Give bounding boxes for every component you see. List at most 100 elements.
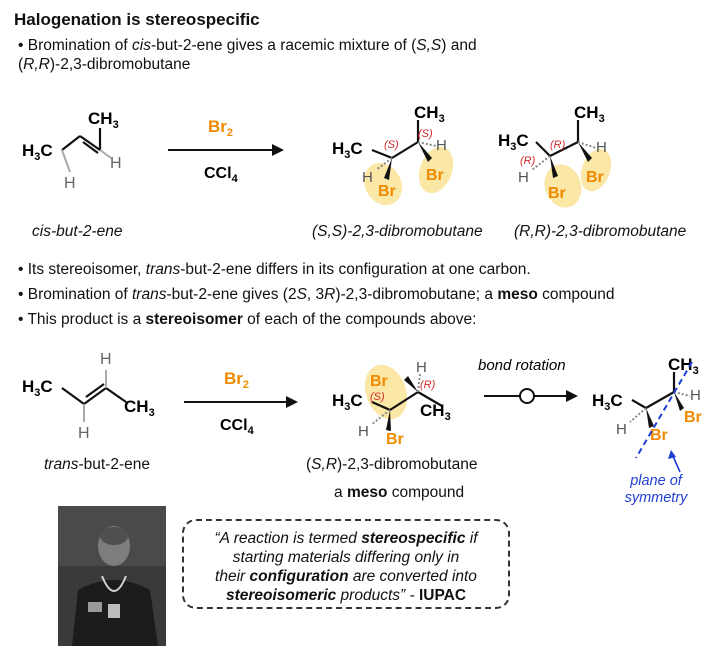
text: compound (537, 286, 615, 303)
sr-meso-dibromobutane-structure: H3C CH3 Br H H Br (S) (R) (332, 359, 451, 448)
reagent-br2: Br2 (224, 369, 249, 391)
reagent-br2: Br2 (208, 117, 233, 139)
iupac-quote-box: “A reaction is termed stereospecific if … (182, 519, 510, 609)
pointer-arrow-icon (668, 450, 676, 459)
page-title: Halogenation is stereospecific (14, 10, 260, 29)
text-italic: trans (145, 261, 181, 278)
text-italic: R (324, 286, 336, 303)
h-label: H (416, 359, 427, 376)
stereo-label-r: (R) (550, 139, 566, 151)
stereo-label-r: (R) (520, 155, 536, 167)
bullet-dot: • (18, 286, 24, 303)
rotation-circle-icon (519, 388, 535, 404)
bullet-dot: • (18, 261, 24, 278)
h-label: H (362, 169, 373, 186)
br-label: Br (386, 431, 404, 448)
text: -but-2-ene gives (2 (166, 286, 297, 303)
text: “A reaction is termed (214, 530, 362, 547)
bullet-dot: • (18, 37, 24, 54)
text-bold: meso (346, 484, 388, 501)
h3c-label: H3C (592, 391, 623, 413)
text: Bromination of (27, 286, 132, 303)
stereo-label-s: (S) (384, 139, 399, 151)
text-bold: stereospecific (361, 530, 466, 547)
text: Bromination of (27, 37, 132, 54)
text: are converted into (348, 568, 477, 585)
text: starting materials differing only in (232, 549, 460, 566)
text: of each of the compounds above: (242, 311, 477, 328)
stereo-label-r: (R) (420, 379, 436, 391)
caption-cis-but-2-ene: cis-but-2-ene (32, 223, 123, 240)
ch3-label: CH3 (414, 103, 445, 125)
ch3-label: CH3 (574, 103, 605, 125)
text: -but-2-ene differs in its configuration … (180, 261, 531, 278)
trans-but-2-ene-structure: H3C CH3 H H (22, 351, 155, 442)
text: -but-2-ene (78, 456, 150, 473)
ch3-label: CH3 (668, 355, 699, 377)
caption-meso-compound: a meso compound (334, 484, 464, 502)
br-label: Br (684, 409, 702, 426)
h3c-label: H3C (498, 131, 529, 153)
h-label: H (358, 423, 369, 440)
portrait-image (58, 506, 166, 646)
text-italic: S,R (311, 456, 338, 473)
portrait-photo (58, 506, 166, 646)
text: their (215, 568, 250, 585)
ch3-label: CH3 (420, 401, 451, 423)
reaction-2-diagram: H3C CH3 H H Br2 CCl4 H3C CH3 Br H H Br (… (22, 351, 702, 473)
stereo-label-s: (S) (370, 391, 385, 403)
stereo-label-s: (S) (418, 128, 433, 140)
bullet-product-stereoisomer: • This product is a stereoisomer of each… (18, 310, 476, 329)
h-label: H (64, 175, 76, 192)
caption-rr-product: (R,R)-2,3-dibromobutane (514, 223, 687, 240)
text: compound (387, 484, 465, 501)
text: )-2,3-dibromobutane (337, 456, 478, 473)
text: ( (18, 56, 24, 73)
bond-rotation-label: bond rotation (478, 357, 566, 374)
h-label: H (518, 169, 529, 186)
plane-of-symmetry-label: plane of symmetry (606, 473, 706, 507)
h3c-label: H3C (332, 139, 363, 161)
br-label: Br (370, 373, 388, 390)
text-bold: meso (497, 286, 538, 303)
text: ( (306, 456, 312, 473)
text-italic: cis (132, 37, 151, 54)
ch3-label: CH3 (124, 397, 155, 419)
text-italic: R,R (23, 56, 50, 73)
plane-of-symmetry-line (635, 361, 693, 459)
rr-dibromobutane-structure: H3C CH3 H Br H Br (R) (R) (498, 103, 612, 208)
text: plane of (630, 473, 682, 489)
br-label: Br (548, 185, 566, 202)
h-label: H (78, 425, 90, 442)
h-label: H (110, 155, 122, 172)
h3c-label: H3C (22, 141, 53, 163)
text-italic: S,S (416, 37, 442, 54)
h-label: H (616, 421, 627, 438)
text: )-2,3-dibromobutane; a (335, 286, 498, 303)
h3c-label: H3C (332, 391, 363, 413)
bullet-dot: • (18, 311, 24, 328)
text-bold: configuration (249, 568, 349, 585)
reagent-ccl4: CCl4 (220, 417, 255, 437)
ss-dibromobutane-structure: H3C CH3 H Br H Br (S) (S) (332, 103, 454, 206)
reagent-ccl4: CCl4 (204, 165, 239, 185)
rotated-meso-structure: H3C CH3 H Br H Br (592, 355, 702, 473)
bullet-stereoisomer: • Its stereoisomer, trans-but-2-ene diff… (18, 260, 531, 279)
caption-ss-product: (S,S)-2,3-dibromobutane (312, 223, 483, 240)
text: , 3 (306, 286, 325, 303)
br-label: Br (378, 183, 396, 200)
br-label: Br (426, 167, 444, 184)
text: This product is a (27, 311, 146, 328)
text-italic: S (296, 286, 307, 303)
text: -but-2-ene gives a racemic mixture of ( (150, 37, 417, 54)
reaction-arrow: Br2 CCl4 (168, 117, 284, 185)
h-label: H (436, 137, 447, 154)
text: )-2,3-dibromobutane (49, 56, 191, 73)
h-label: H (100, 351, 112, 368)
bullet-trans-bromination: • Bromination of trans-but-2-ene gives (… (18, 285, 615, 304)
bullet-cis-bromination: • Bromination of cis-but-2-ene gives a r… (18, 36, 477, 74)
h-label: H (690, 387, 701, 404)
caption-sr-product: (S,R)-2,3-dibromobutane (306, 456, 477, 474)
text-bold: stereoisomer (145, 311, 243, 328)
text: symmetry (624, 490, 688, 506)
